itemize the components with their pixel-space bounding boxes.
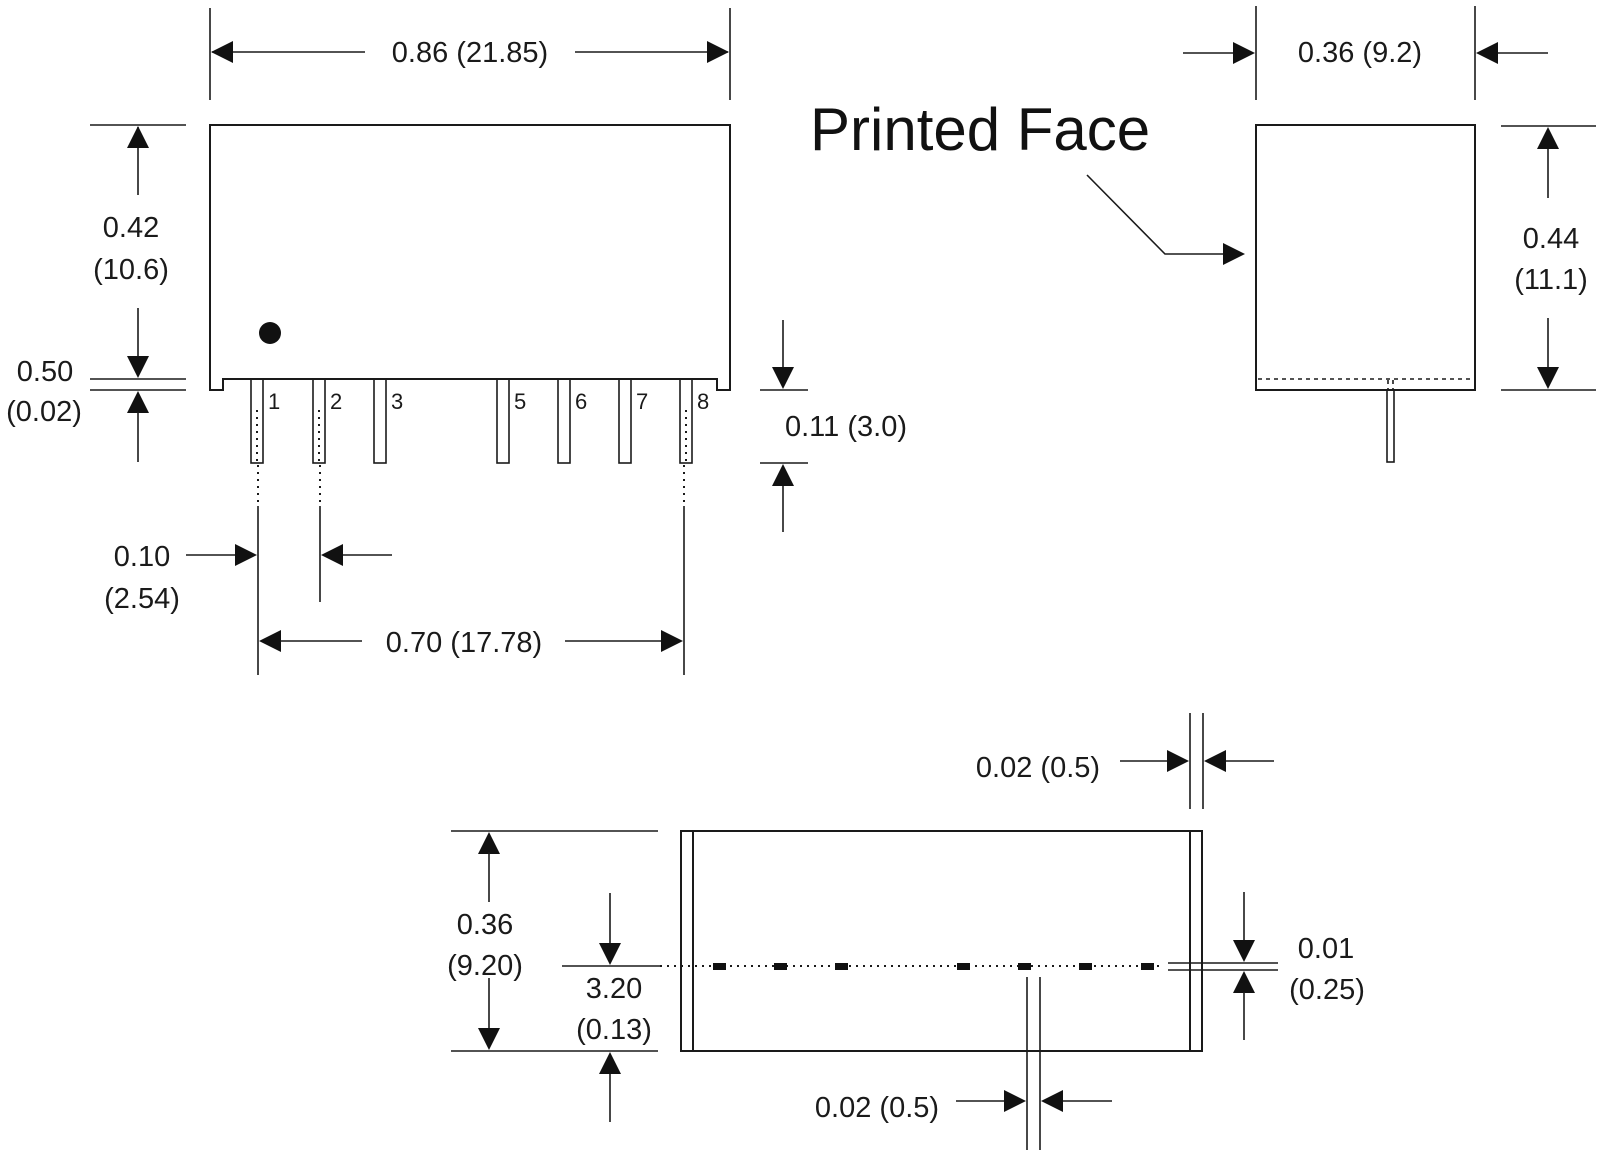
dimension-pin-width: 0.02 (0.5) xyxy=(815,977,1112,1150)
body-height-label-inch: 0.42 xyxy=(103,212,159,244)
pin-number-label: 6 xyxy=(575,389,587,414)
arrowhead-right xyxy=(1167,750,1189,772)
side-pin xyxy=(1386,389,1395,463)
arrowhead-left xyxy=(259,630,281,652)
bottom-body-outline xyxy=(680,830,1203,1052)
body-height-label-mm: (10.6) xyxy=(93,254,169,286)
pin-7 xyxy=(618,378,632,464)
pin-2 xyxy=(312,378,326,464)
dimension-side-height: 0.44 (11.1) xyxy=(1501,125,1596,391)
pin-pitch-label-mm: (2.54) xyxy=(104,583,180,615)
pin-3 xyxy=(373,378,387,464)
side-height-label-mm: (11.1) xyxy=(1514,264,1588,296)
arrowhead-right xyxy=(707,41,729,63)
pin-pad xyxy=(1141,963,1154,970)
arrowhead-down xyxy=(1233,940,1255,962)
pin-row-offset-label-secondary: (0.13) xyxy=(576,1014,652,1046)
dimension-pin-length: 0.11 (3.0) xyxy=(760,320,907,532)
dimension-bottom-depth: 0.36 (9.20) xyxy=(447,830,658,1052)
pin-pad xyxy=(957,963,970,970)
arrowhead-right xyxy=(1004,1090,1026,1112)
pin-number-label: 5 xyxy=(514,389,526,414)
module-body-outline xyxy=(209,124,731,391)
front-view: 0.86 (21.85) 1 2 3 5 6 7 8 0.42 (10.6) 0.50 (0… xyxy=(6,8,907,675)
arrowhead-down xyxy=(1537,367,1559,389)
standoff-label-mm: (0.02) xyxy=(6,396,82,428)
dimension-pin-row-offset: 3.20 (0.13) xyxy=(562,893,660,1122)
bottom-depth-label-inch: 0.36 xyxy=(457,909,513,941)
pin-number-label: 2 xyxy=(330,389,342,414)
callout-arrowhead xyxy=(1223,243,1245,265)
standoff-label-inch: 0.50 xyxy=(17,356,73,388)
edge-thickness-label: 0.02 (0.5) xyxy=(976,752,1100,784)
dimension-pin-pitch: 0.10 (2.54) xyxy=(104,465,685,675)
pad-row xyxy=(713,963,1154,970)
side-view: 0.36 (9.2) 0.44 (11.1) Printed Face xyxy=(810,6,1596,463)
side-width-label: 0.36 (9.2) xyxy=(1298,37,1422,69)
pin-row-offset-label: 3.20 xyxy=(586,973,642,1005)
arrowhead-up xyxy=(599,1052,621,1074)
bottom-depth-label-mm: (9.20) xyxy=(447,950,523,982)
pin-pad xyxy=(1079,963,1092,970)
arrowhead-left xyxy=(211,41,233,63)
arrowhead-up xyxy=(127,126,149,148)
pin-8 xyxy=(679,378,693,464)
pin-1 xyxy=(250,378,264,464)
arrowhead-down xyxy=(599,943,621,965)
bottom-view: 0.36 (9.20) 3.20 (0.13) 0.02 (0.5) xyxy=(447,713,1365,1150)
pin-pitch-label-inch: 0.10 xyxy=(114,541,170,573)
arrowhead-down xyxy=(772,367,794,389)
pin-number-label: 7 xyxy=(636,389,648,414)
arrowhead-left xyxy=(321,544,343,566)
leader-line xyxy=(1086,174,1225,255)
arrowhead-right xyxy=(1233,42,1255,64)
pin-pad xyxy=(774,963,787,970)
dimension-standoff: 0.50 (0.02) xyxy=(6,356,186,462)
pin-thickness-label-inch: 0.01 xyxy=(1298,933,1354,965)
arrowhead-up xyxy=(772,464,794,486)
arrowhead-right xyxy=(661,630,683,652)
pin-number-label: 3 xyxy=(391,389,403,414)
arrowhead-up xyxy=(127,391,149,413)
printed-face-label: Printed Face xyxy=(810,96,1150,163)
overall-width-label: 0.86 (21.85) xyxy=(392,37,548,69)
pin-1-marker-dot xyxy=(259,322,281,344)
side-height-label-inch: 0.44 xyxy=(1523,223,1579,255)
arrowhead-down xyxy=(478,1028,500,1050)
dimension-overall-width: 0.86 (21.85) xyxy=(209,8,731,100)
pin-span-label: 0.70 (17.78) xyxy=(386,627,542,659)
side-body-outline xyxy=(1255,124,1476,391)
pin-width-label: 0.02 (0.5) xyxy=(815,1092,939,1124)
dimension-edge-thickness: 0.02 (0.5) xyxy=(976,713,1274,809)
arrowhead-up xyxy=(478,832,500,854)
printed-face-callout: Printed Face xyxy=(810,96,1245,265)
arrowhead-left xyxy=(1204,750,1226,772)
pin-number-label: 8 xyxy=(697,389,709,414)
dimension-side-width: 0.36 (9.2) xyxy=(1183,6,1548,100)
dimension-body-height: 0.42 (10.6) xyxy=(90,124,186,378)
arrowhead-down xyxy=(127,356,149,378)
pin-pad xyxy=(835,963,848,970)
arrowhead-left xyxy=(1476,42,1498,64)
dimension-pin-span: 0.70 (17.78) xyxy=(259,627,683,659)
pin-length-label: 0.11 (3.0) xyxy=(785,411,907,443)
pin-pad xyxy=(713,963,726,970)
pin-pad xyxy=(1018,963,1031,970)
pin-5 xyxy=(496,378,510,464)
arrowhead-left xyxy=(1041,1090,1063,1112)
arrowhead-up xyxy=(1233,971,1255,993)
pin-row: 1 2 3 5 6 7 8 xyxy=(250,378,709,464)
pin-thickness-label-mm: (0.25) xyxy=(1289,974,1365,1006)
arrowhead-up xyxy=(1537,127,1559,149)
pin-6 xyxy=(557,378,571,464)
pin-number-label: 1 xyxy=(268,389,280,414)
dimension-pin-thickness: 0.01 (0.25) xyxy=(1233,892,1365,1040)
arrowhead-right xyxy=(235,544,257,566)
